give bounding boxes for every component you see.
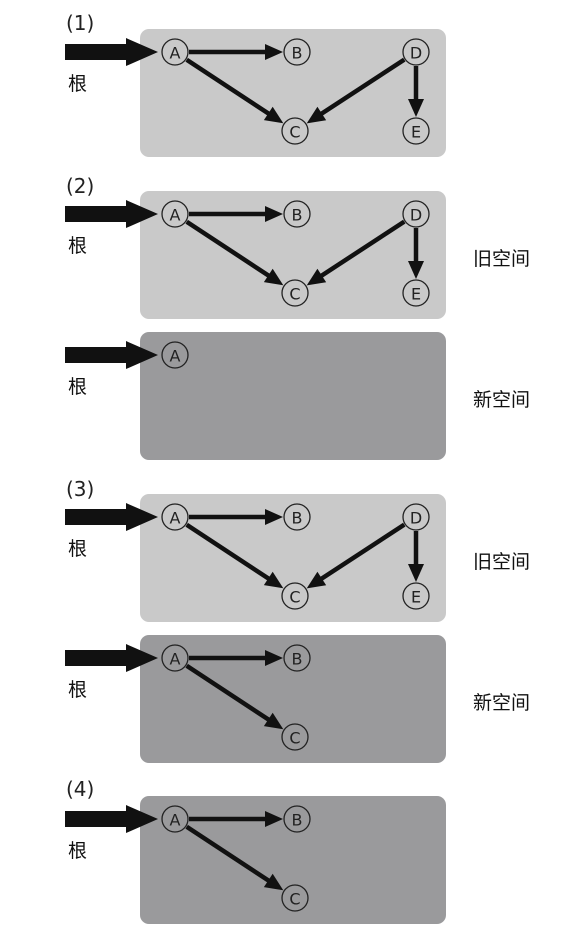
edge-D-C-line	[318, 219, 406, 279]
edge-A-B-head	[265, 44, 283, 60]
root-label: 根	[68, 840, 87, 862]
old-space-box	[140, 191, 446, 319]
step-3: (3) A B C D E 旧空间 A B C 新空间	[66, 477, 530, 763]
edge-D-E-head	[408, 99, 424, 117]
edge-A-C-line	[185, 57, 272, 117]
node-b: B	[283, 503, 311, 531]
node-label: E	[411, 588, 421, 607]
node-a: A	[161, 805, 189, 833]
node-label: A	[170, 347, 181, 366]
node-d: D	[402, 38, 430, 66]
node-c: C	[281, 279, 309, 307]
node-e: E	[402, 117, 430, 145]
root-arrow	[65, 805, 158, 833]
node-label: B	[292, 811, 303, 830]
node-a: A	[161, 644, 189, 672]
node-label: B	[292, 509, 303, 528]
node-c: C	[281, 117, 309, 145]
root-arrow	[65, 38, 158, 66]
node-b: B	[283, 805, 311, 833]
old-space-box	[140, 494, 446, 622]
node-label: B	[292, 650, 303, 669]
old-space-label: 旧空间	[473, 248, 530, 270]
edge-D-E-head	[408, 564, 424, 582]
node-a: A	[161, 200, 189, 228]
node-label: A	[170, 650, 181, 669]
node-label: A	[170, 811, 181, 830]
edge-A-C-head	[263, 571, 284, 589]
node-a: A	[161, 503, 189, 531]
edge-D-C-line	[318, 57, 406, 117]
root-arrow	[65, 503, 158, 531]
old-space-label: 旧空间	[473, 551, 530, 573]
step-1: (1) A B C D E	[66, 11, 446, 157]
node-label: A	[170, 206, 181, 225]
old-space-box	[140, 29, 446, 157]
node-label: D	[410, 206, 422, 225]
step-label: (3)	[66, 477, 94, 501]
node-label: D	[410, 44, 422, 63]
edge-D-E-head	[408, 261, 424, 279]
edge-A-B-head	[265, 509, 283, 525]
node-a: A	[161, 341, 189, 369]
root-arrow	[65, 341, 158, 369]
edge-A-B-head	[265, 206, 283, 222]
new-space-label: 新空间	[473, 389, 530, 411]
new-space-box	[140, 332, 446, 460]
edge-D-C-head	[306, 571, 327, 589]
new-space-label: 新空间	[473, 692, 530, 714]
root-arrow	[65, 200, 158, 228]
edge-A-C-head	[263, 712, 284, 730]
node-c: C	[281, 582, 309, 610]
root-label: 根	[68, 73, 87, 95]
edge-D-C-line	[318, 522, 406, 582]
node-b: B	[283, 644, 311, 672]
new-space-box	[140, 796, 446, 924]
node-label: B	[292, 206, 303, 225]
node-label: E	[411, 123, 421, 142]
node-label: B	[292, 44, 303, 63]
edge-D-C-head	[306, 268, 327, 286]
node-label: C	[289, 123, 300, 142]
node-d: D	[402, 503, 430, 531]
node-label: C	[289, 588, 300, 607]
edge-A-C-head	[263, 873, 284, 891]
node-label: C	[289, 729, 300, 748]
step-label: (2)	[66, 174, 94, 198]
node-e: E	[402, 279, 430, 307]
root-arrow	[65, 644, 158, 672]
node-d: D	[402, 200, 430, 228]
node-label: A	[170, 44, 181, 63]
node-c: C	[281, 723, 309, 751]
edge-A-C-head	[263, 268, 284, 286]
edge-A-C-line	[185, 663, 272, 723]
edge-A-C-line	[185, 522, 272, 582]
node-a: A	[161, 38, 189, 66]
node-label: D	[410, 509, 422, 528]
node-label: A	[170, 509, 181, 528]
node-label: E	[411, 285, 421, 304]
node-b: B	[283, 38, 311, 66]
node-c: C	[281, 884, 309, 912]
step-2: (2) A B C D E 旧空间 A 新空间	[66, 174, 530, 460]
step-label: (4)	[66, 777, 94, 801]
node-b: B	[283, 200, 311, 228]
root-label: 根	[68, 376, 87, 398]
edge-A-C-head	[263, 106, 284, 124]
edge-A-C-line	[185, 824, 272, 884]
step-label: (1)	[66, 11, 94, 35]
root-label: 根	[68, 235, 87, 257]
node-e: E	[402, 582, 430, 610]
edge-A-B-head	[265, 811, 283, 827]
edge-A-C-line	[185, 219, 272, 279]
edge-A-B-head	[265, 650, 283, 666]
node-label: C	[289, 285, 300, 304]
new-space-box	[140, 635, 446, 763]
node-label: C	[289, 890, 300, 909]
root-label: 根	[68, 679, 87, 701]
step-4: (4) A B C	[66, 777, 446, 924]
root-label: 根	[68, 538, 87, 560]
edge-D-C-head	[306, 106, 327, 124]
